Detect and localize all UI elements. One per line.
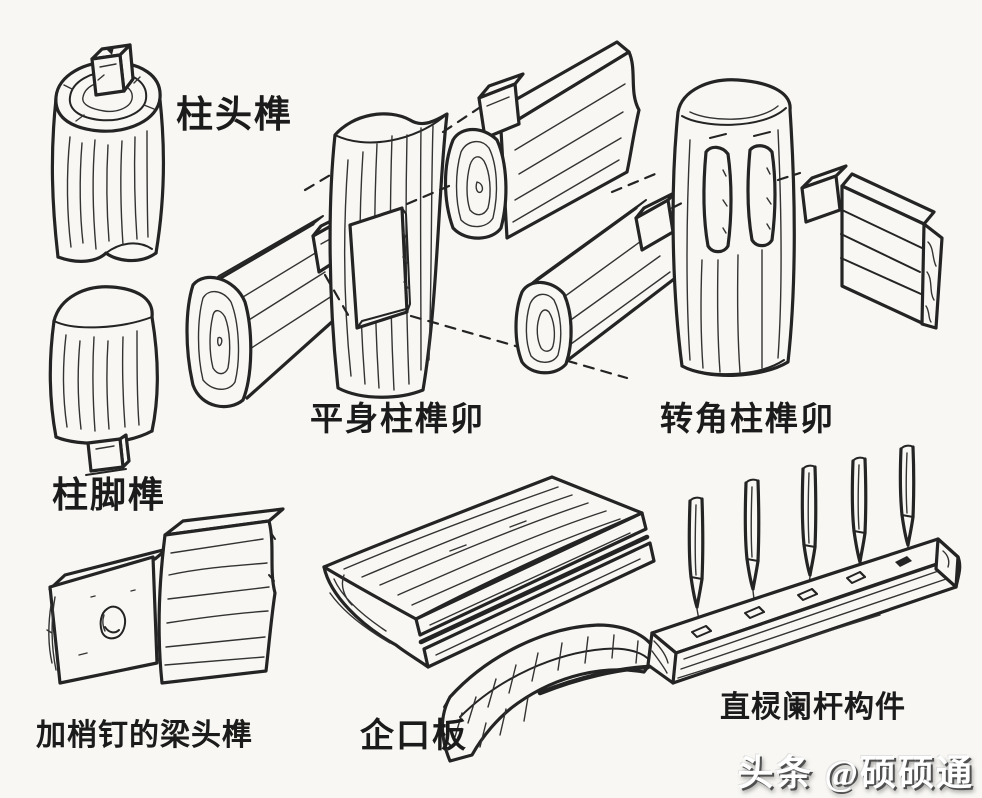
label-pegged-beam-head-tenon: 加梢钉的梁头榫 <box>36 719 253 752</box>
head-tenon <box>90 43 135 97</box>
illustration-plain-column-joint <box>185 40 641 409</box>
label-column-head-tenon: 柱头榫 <box>176 95 293 136</box>
lower-log <box>48 285 159 476</box>
label-tongue-and-groove-board: 企口板 <box>360 718 468 755</box>
right-beam <box>443 40 641 240</box>
corner-column <box>671 78 796 377</box>
beam-tenon <box>46 547 169 685</box>
illustration-corner-column-joint <box>514 78 944 377</box>
label-plain-column-joint: 平身柱榫卯 <box>310 402 485 438</box>
label-column-foot-tenon: 柱脚榫 <box>52 475 167 515</box>
mortise-slots <box>702 131 777 254</box>
mullion-bars <box>687 444 916 609</box>
left-beam <box>185 208 355 409</box>
upper-log <box>50 43 166 263</box>
illustration-column-head-and-foot-tenon <box>48 43 166 476</box>
corner-left-beam <box>514 190 680 375</box>
mortise-holes <box>691 556 912 638</box>
rail <box>646 537 962 685</box>
peg-hole <box>99 605 127 640</box>
mortise-hole <box>348 206 411 330</box>
column-with-mortise <box>328 112 449 399</box>
label-straight-mullion-railing: 直棂阑杆构件 <box>720 691 906 724</box>
projection-lines <box>610 170 802 210</box>
beam-body <box>157 507 285 685</box>
foot-tenon <box>85 433 131 476</box>
stacked-boards <box>322 475 656 669</box>
watermark: 头条 @硕硕通 <box>737 753 974 793</box>
illustration-straight-mullion-railing <box>646 444 962 685</box>
illustration-pegged-beam-head-tenon <box>46 507 285 685</box>
label-corner-column-joint: 转角柱榫卯 <box>660 402 835 438</box>
curved-board <box>440 623 658 763</box>
illustration-tongue-and-groove-boards <box>322 475 658 763</box>
corner-right-beam <box>800 164 944 330</box>
